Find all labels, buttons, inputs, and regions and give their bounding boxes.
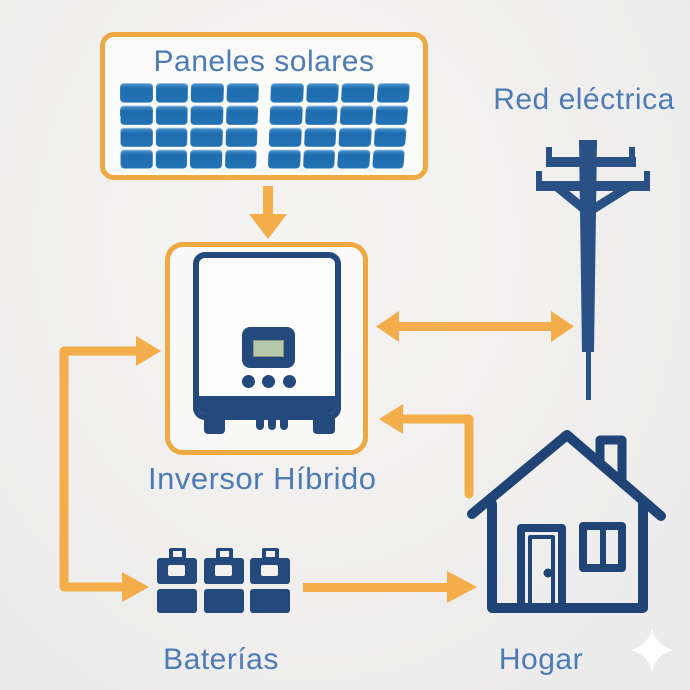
arrow-inverter-grid-two-way bbox=[376, 311, 574, 342]
inverter-foot bbox=[204, 418, 225, 434]
inverter-connector bbox=[256, 418, 264, 430]
solar-cell bbox=[337, 149, 371, 169]
battery-icon bbox=[157, 548, 197, 613]
solar-cell bbox=[120, 83, 153, 103]
inverter-base bbox=[199, 396, 335, 414]
solar-cell bbox=[339, 105, 373, 125]
solar-cell bbox=[190, 105, 223, 125]
solar-cell bbox=[225, 105, 259, 125]
solar-cell bbox=[304, 105, 338, 125]
inverter-connector bbox=[268, 418, 276, 430]
solar-cell bbox=[267, 149, 301, 169]
arrow-panels-to-inverter bbox=[249, 186, 287, 239]
solar-cell bbox=[302, 149, 336, 169]
solar-cell bbox=[376, 83, 410, 103]
house-icon bbox=[467, 430, 666, 613]
inverter-foot bbox=[313, 418, 335, 434]
solar-cell bbox=[303, 127, 337, 147]
solar-cell bbox=[155, 83, 188, 103]
solar-cell bbox=[270, 83, 304, 103]
battery-icon bbox=[204, 548, 244, 613]
solar-cell bbox=[120, 149, 153, 169]
arrow-home-to-inverter bbox=[379, 404, 474, 499]
solar-cell bbox=[155, 127, 188, 147]
solar-cell bbox=[155, 149, 188, 169]
inverter-indicator-dot bbox=[242, 375, 255, 388]
arrow-inverter-batteries-elbow bbox=[59, 336, 161, 602]
solar-panels-label: Paneles solares bbox=[153, 45, 375, 78]
battery-icon bbox=[250, 548, 290, 613]
solar-cell bbox=[268, 127, 302, 147]
solar-panel-icon bbox=[120, 83, 413, 169]
arrow-batteries-to-home bbox=[303, 571, 477, 603]
solar-cell bbox=[373, 127, 407, 147]
inverter-connector bbox=[280, 418, 288, 430]
solar-cell bbox=[155, 105, 188, 125]
inverter-indicator-dot bbox=[283, 375, 296, 388]
inverter-lcd-screen bbox=[253, 340, 284, 357]
solar-cell bbox=[224, 127, 258, 147]
solar-cell bbox=[120, 105, 153, 125]
battery-bank-icon bbox=[157, 548, 290, 613]
solar-cell bbox=[305, 83, 339, 103]
solar-cell bbox=[190, 127, 223, 147]
solar-cell bbox=[374, 105, 409, 125]
solar-cell bbox=[190, 83, 224, 103]
utility-pole-icon bbox=[536, 140, 650, 400]
solar-cell bbox=[338, 127, 372, 147]
solar-cell bbox=[340, 83, 375, 103]
solar-cell bbox=[120, 127, 153, 147]
home-label: Hogar bbox=[498, 643, 584, 676]
inverter-indicator-dot bbox=[262, 375, 275, 388]
grid-label: Red eléctrica bbox=[493, 83, 675, 116]
batteries-label: Baterías bbox=[163, 643, 279, 676]
inverter-label: Inversor Híbrido bbox=[148, 461, 377, 496]
solar-cell bbox=[226, 83, 259, 103]
solar-cell bbox=[224, 149, 257, 169]
sparkle-icon bbox=[630, 628, 674, 672]
solar-cell bbox=[189, 149, 222, 169]
solar-panels-box: Paneles solares bbox=[100, 32, 428, 180]
solar-cell bbox=[371, 149, 405, 169]
solar-cell bbox=[269, 105, 303, 125]
